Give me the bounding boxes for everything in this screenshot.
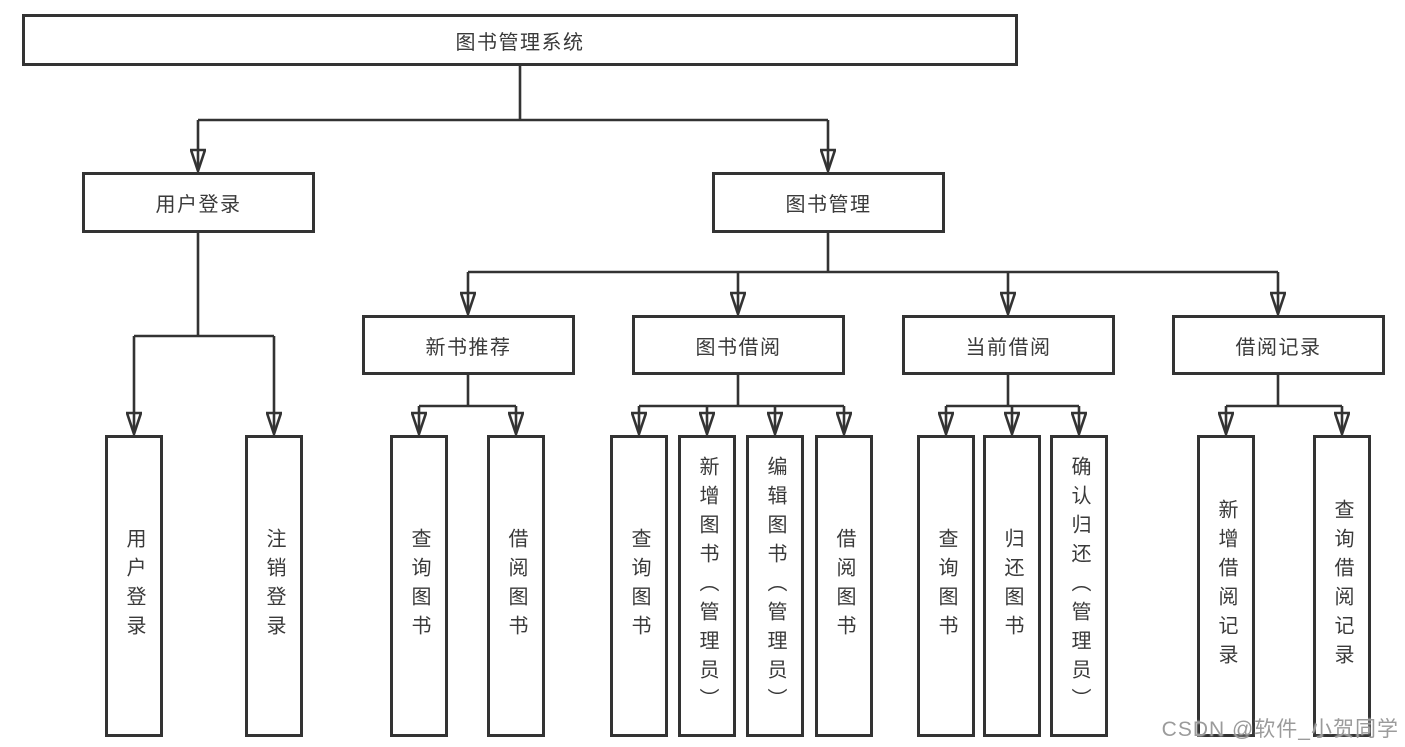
node-label: 用户登录: [123, 528, 145, 644]
node-label: 当前借阅: [965, 336, 1052, 359]
node-book-borrow: 图书借阅: [632, 315, 845, 375]
node-new-book-recommend: 新书推荐: [362, 315, 575, 375]
node-book-management: 图书管理: [712, 172, 945, 233]
node-label: 用户登录: [155, 194, 242, 216]
node-label: 图书管理系统: [455, 31, 585, 54]
node-borrow-records: 借阅记录: [1172, 315, 1385, 375]
node-label: 借阅记录: [1235, 336, 1322, 359]
node-label: 查询图书: [628, 528, 650, 644]
node-label: 查询图书: [935, 528, 957, 644]
leaf-borrow-books-recommend: 借阅图书: [487, 435, 545, 737]
node-label: 查询图书: [408, 528, 430, 644]
leaf-add-books-admin: 新增图书（管理员）: [678, 435, 736, 737]
leaf-query-books-recommend: 查询图书: [390, 435, 448, 737]
node-current-borrow: 当前借阅: [902, 315, 1115, 375]
node-library-system-root: 图书管理系统: [22, 14, 1018, 66]
leaf-query-books-current: 查询图书: [917, 435, 975, 737]
node-label: 注销登录: [263, 528, 285, 644]
node-label: 查询借阅记录: [1331, 499, 1353, 673]
leaf-query-books-borrow: 查询图书: [610, 435, 668, 737]
leaf-borrow-books: 借阅图书: [815, 435, 873, 737]
node-label: 归还图书: [1001, 528, 1023, 644]
leaf-return-books: 归还图书: [983, 435, 1041, 737]
node-label: 新书推荐: [425, 336, 512, 359]
leaf-logout: 注销登录: [245, 435, 303, 737]
node-label: 借阅图书: [505, 528, 527, 644]
node-label: 编辑图书（管理员）: [764, 455, 786, 717]
csdn-watermark: CSDN @软件_小贺同学: [1161, 718, 1399, 741]
node-user-login: 用户登录: [82, 172, 315, 233]
node-label: 确认归还（管理员）: [1068, 455, 1090, 717]
leaf-add-borrow-record: 新增借阅记录: [1197, 435, 1255, 737]
leaf-user-login: 用户登录: [105, 435, 163, 737]
node-label: 新增图书（管理员）: [696, 455, 718, 717]
node-label: 图书管理: [785, 194, 872, 216]
leaf-edit-books-admin: 编辑图书（管理员）: [746, 435, 804, 737]
leaf-query-borrow-record: 查询借阅记录: [1313, 435, 1371, 737]
node-label: 借阅图书: [833, 528, 855, 644]
leaf-confirm-return-admin: 确认归还（管理员）: [1050, 435, 1108, 737]
node-label: 图书借阅: [695, 336, 782, 359]
node-label: 新增借阅记录: [1215, 499, 1237, 673]
